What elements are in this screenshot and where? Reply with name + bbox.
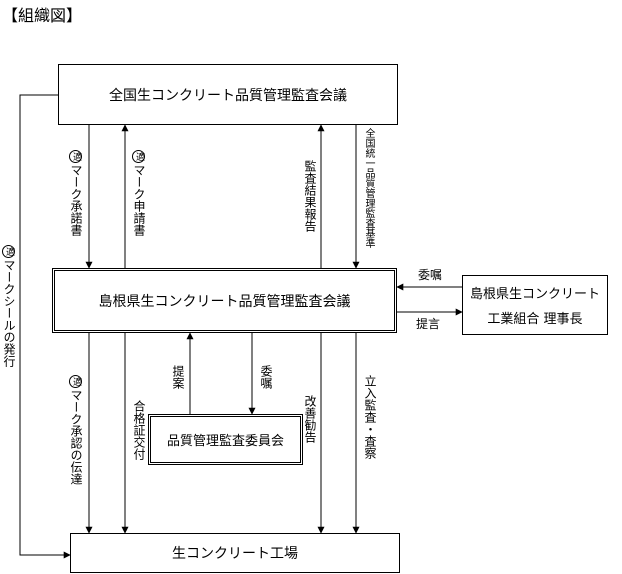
pass-cert-label: 合格証交付 bbox=[132, 400, 146, 460]
improve-label: 改善勧告 bbox=[303, 395, 317, 443]
entrust-union-label: 委嘱 bbox=[418, 268, 443, 282]
circle-mark-icon: 適 bbox=[69, 150, 82, 163]
circle-mark-icon: 適 bbox=[132, 150, 145, 163]
unified-standard-label: 全国統一品質管理監査基準 bbox=[363, 128, 374, 248]
proposal-label: 提案 bbox=[171, 365, 185, 389]
entrust-committee-label: 委嘱 bbox=[259, 365, 273, 389]
committee-label: 品質管理監査委員会 bbox=[166, 434, 284, 449]
committee-box: 品質管理監査委員会 bbox=[148, 414, 303, 465]
shimane-council-label: 島根県生コンクリート品質管理監査会議 bbox=[98, 293, 351, 310]
audit-report-label: 監査結果報告 bbox=[303, 160, 317, 232]
national-council-label: 全国生コンクリート品質管理監査会議 bbox=[109, 87, 347, 104]
seal-issue-arrow bbox=[19, 94, 71, 559]
shimane-council-box: 島根県生コンクリート品質管理監査会議 bbox=[52, 268, 397, 333]
pledge-label: 適マーク承諾書 bbox=[69, 150, 83, 236]
circle-mark-icon: 適 bbox=[69, 375, 82, 388]
page-title: 【組織図】 bbox=[2, 6, 83, 25]
union-label-1: 島根県生コンクリート bbox=[469, 287, 600, 302]
approval-label: 適マーク承認の伝達 bbox=[69, 375, 83, 485]
factory-label: 生コンクリート工場 bbox=[172, 546, 298, 562]
inspection-label: 立入監査・査察 bbox=[363, 375, 377, 459]
apply-label: 適マーク申請書 bbox=[132, 150, 146, 236]
propose-union-label: 提言 bbox=[416, 317, 441, 331]
circle-mark-icon: 適 bbox=[2, 245, 15, 258]
factory-box: 生コンクリート工場 bbox=[70, 533, 400, 573]
seal-issue-label: 適マークシールの発行 bbox=[2, 245, 16, 367]
union-box: 島根県生コンクリート 工業組合 理事長 bbox=[462, 275, 608, 335]
national-council-box: 全国生コンクリート品質管理監査会議 bbox=[58, 64, 398, 125]
union-label-2: 工業組合 理事長 bbox=[487, 312, 583, 327]
